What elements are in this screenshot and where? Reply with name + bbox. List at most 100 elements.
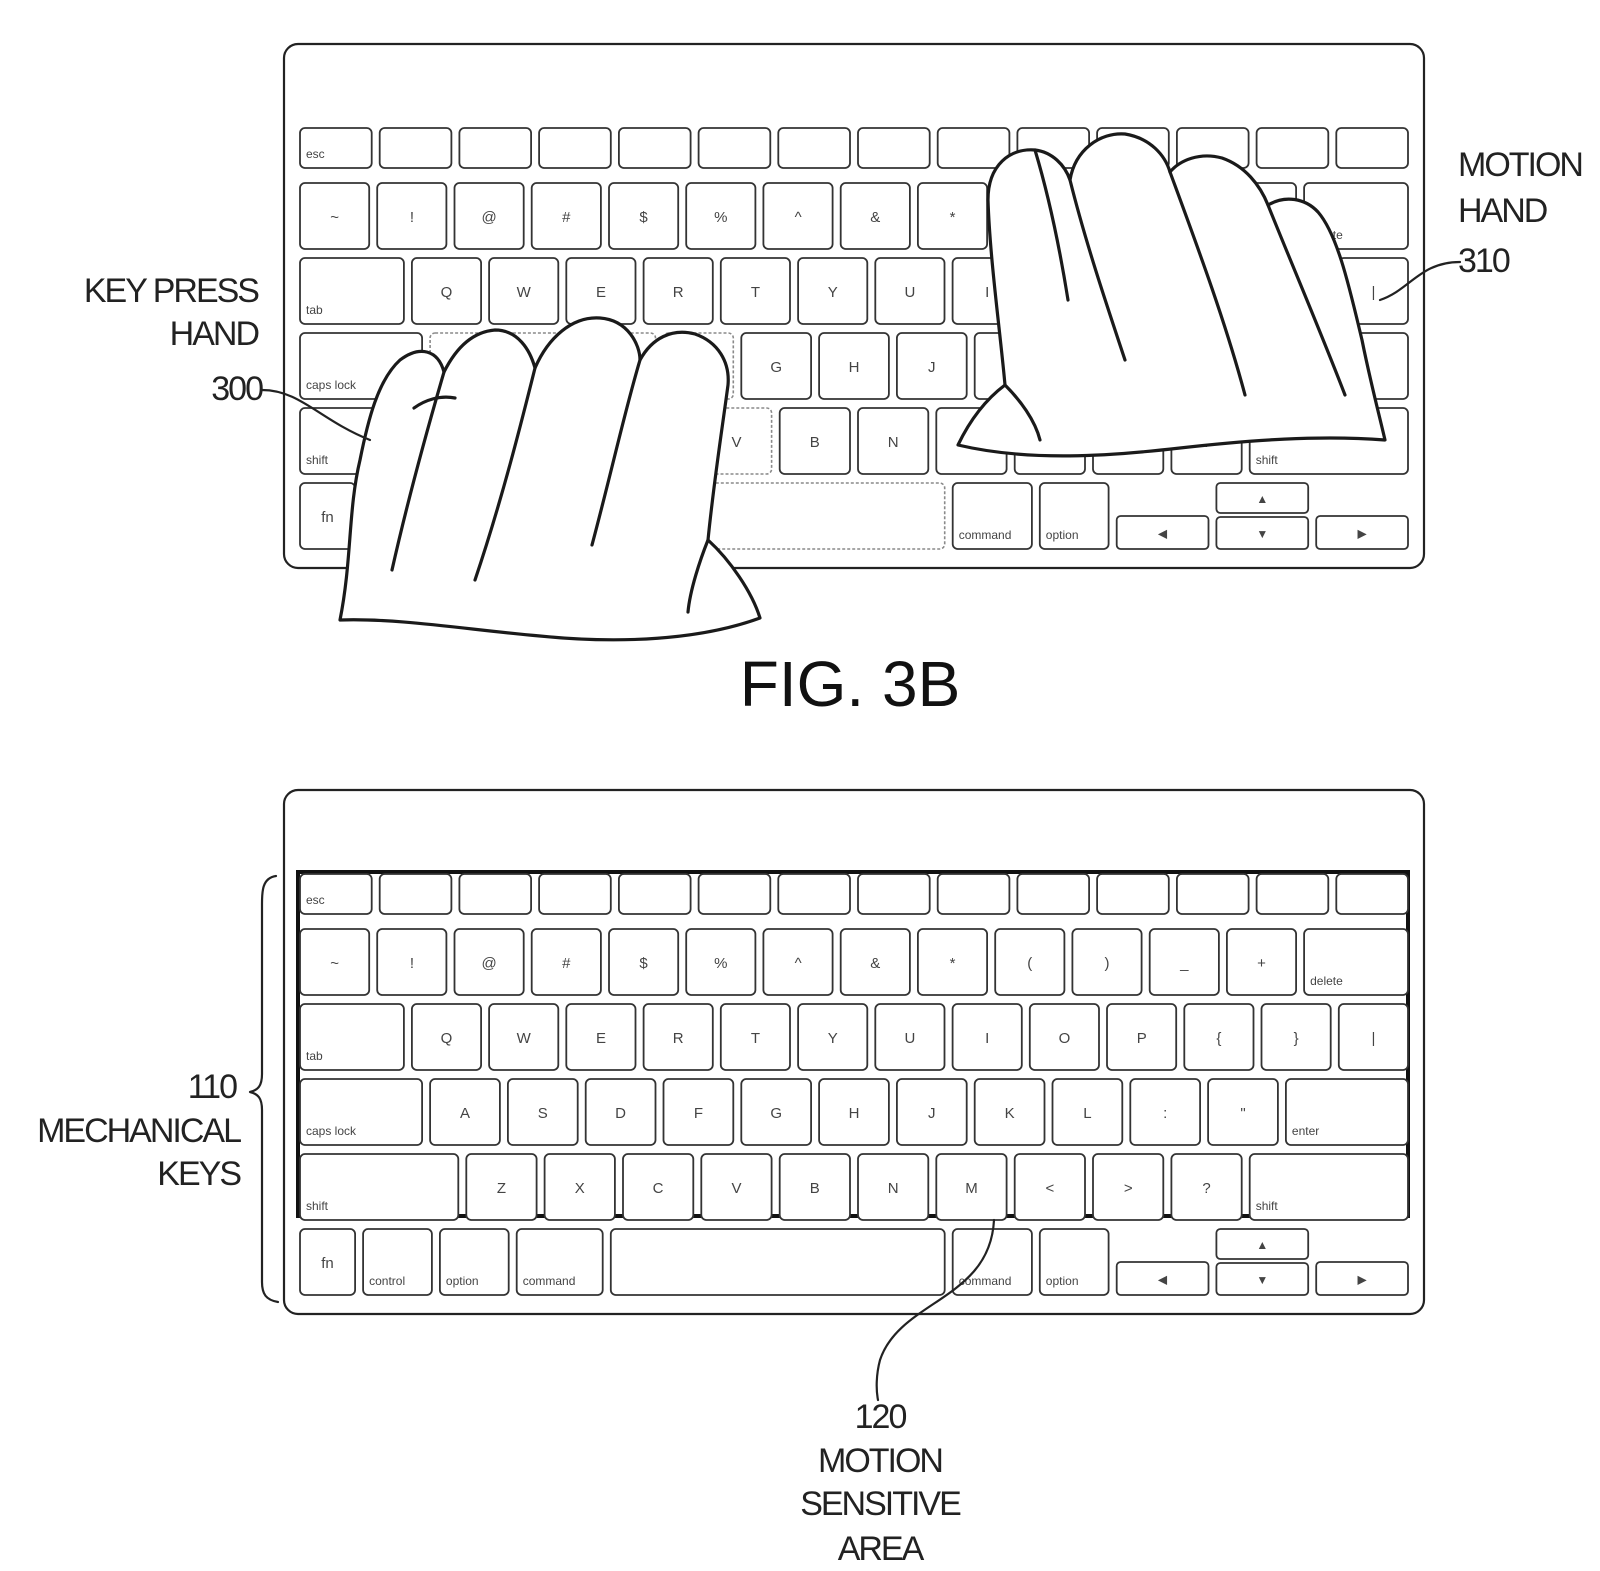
key-label: H [849,1105,860,1122]
key-label: fn [321,509,334,526]
key [1176,873,1250,915]
key-label: % [714,209,727,226]
key [935,1153,1008,1221]
key-label: option [1046,528,1079,542]
key-label: # [562,209,571,226]
key-label: Z [497,1180,506,1197]
key [936,873,1011,915]
key-label: P [1137,1030,1147,1047]
key-label: ) [1105,955,1110,972]
key [622,1153,695,1221]
key-label: command [523,1274,576,1288]
callout-key-press-hand: KEY PRESS HAND 300 [84,272,265,408]
key [453,182,525,250]
key [697,873,772,915]
key [1051,1078,1124,1146]
key [1260,1003,1332,1071]
key [896,332,968,400]
key [1038,1228,1110,1296]
key-label: # [562,955,571,972]
leader-120 [875,1218,996,1402]
key-label: I [985,284,989,301]
key [1255,127,1330,169]
bracket-110 [248,874,280,1304]
key [299,1078,423,1146]
key [1071,928,1143,996]
key [488,1003,560,1071]
key [857,127,931,169]
key-label: Q [441,284,453,301]
arrow-key-label: ◀ [1158,1273,1168,1287]
key [609,1228,946,1296]
key [762,928,834,996]
callout-motion-hand: MOTION HAND 310 [1458,146,1584,280]
leader-310 [1378,260,1462,302]
key [917,182,989,250]
key-label: shift [1256,1199,1279,1213]
key-label: I [985,1030,989,1047]
key [299,1003,405,1071]
key-label: B [810,1180,820,1197]
callout-key-press-hand-line1: KEY PRESS [84,272,259,310]
key-label: caps lock [306,1124,357,1138]
arrow-key-label: ▼ [1256,527,1268,541]
key [378,127,453,169]
key-label: A [460,1105,470,1122]
key [642,257,714,325]
key [1226,928,1298,996]
key [1285,1078,1409,1146]
key-label: D [615,1105,626,1122]
callout-key-press-hand-number: 300 [211,370,263,408]
key [797,257,869,325]
key-label: C [653,1180,664,1197]
key [565,1003,637,1071]
key-label: ! [410,955,414,972]
key [874,1003,946,1071]
key-label: R [673,1030,684,1047]
key [1335,127,1409,169]
key-press-hand [338,316,762,642]
key-label: " [1240,1105,1245,1122]
key-label: % [714,955,727,972]
key-label: | [1371,284,1375,301]
key [618,873,692,915]
key [378,873,453,915]
arrow-key [1215,482,1310,514]
key [543,1153,616,1221]
key [1337,1003,1409,1071]
arrow-key [1315,515,1409,550]
key-label: control [369,1274,405,1288]
key [719,1003,791,1071]
callout-motion-sensitive-area-line1: MOTION [818,1442,942,1480]
key [936,127,1011,169]
key [584,1078,657,1146]
arrow-key-label: ▲ [1256,492,1268,506]
key [299,928,371,996]
key [951,482,1033,550]
key-label: X [575,1180,585,1197]
key-label: enter [1292,1124,1319,1138]
key-label: esc [306,147,325,161]
key [410,1003,482,1071]
key [299,1153,460,1221]
key-label: K [1005,1105,1015,1122]
key [1013,1153,1086,1221]
key [453,928,525,996]
key [1255,873,1330,915]
key [458,127,532,169]
key [608,182,680,250]
key-label: tab [306,1049,323,1063]
arrow-key-label: ▶ [1357,527,1367,541]
key [299,1228,356,1296]
key [299,182,371,250]
key [697,127,772,169]
key [488,257,560,325]
key-label: } [1294,1030,1299,1047]
key-label: : [1163,1105,1167,1122]
key [1148,928,1220,996]
key [530,928,602,996]
key-label: F [694,1105,703,1122]
key-label: { [1216,1030,1221,1047]
leader-300 [260,388,372,442]
